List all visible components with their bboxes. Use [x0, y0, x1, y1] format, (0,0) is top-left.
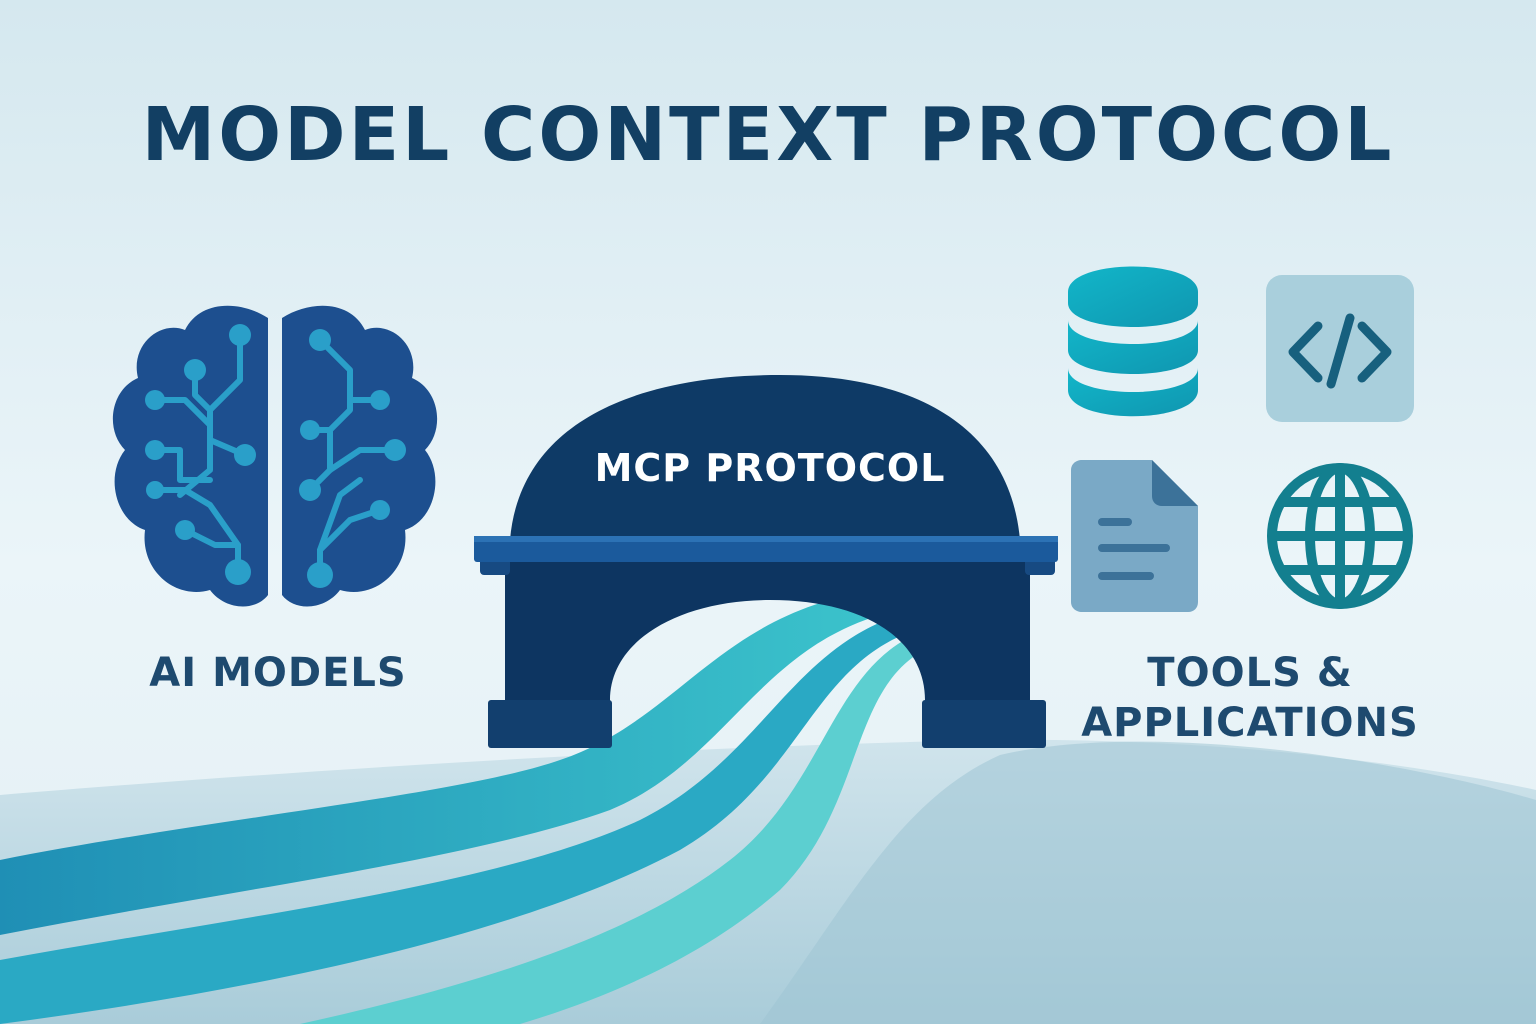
bridge-dome [510, 375, 1020, 540]
database-middle [1068, 320, 1198, 374]
brain-right-hemisphere [282, 305, 438, 607]
bridge-label: MCP PROTOCOL [594, 446, 946, 490]
bridge-deck-highlight [474, 536, 1058, 542]
code-icon [1266, 275, 1414, 422]
bridge-foot-right [922, 700, 1046, 748]
database-top [1068, 266, 1198, 327]
database-bottom [1068, 368, 1198, 417]
document-icon [1071, 460, 1198, 612]
bridge-foot-left [488, 700, 612, 748]
data-streams [0, 590, 916, 1024]
data-stream-1 [0, 590, 900, 935]
page-title: MODEL CONTEXT PROTOCOL [141, 92, 1395, 178]
document-fold [1152, 460, 1198, 506]
mcp-bridge [474, 375, 1058, 748]
data-stream-2 [0, 615, 910, 1024]
database-icon [1068, 266, 1198, 417]
globe-icon [1267, 463, 1413, 609]
bridge-deck [474, 536, 1058, 562]
ai-models-label: AI MODELS [149, 650, 407, 696]
brain-circuit-icon [112, 305, 438, 607]
bridge-body [505, 560, 1030, 745]
ground-shadow [760, 741, 1536, 1024]
data-stream-3 [300, 638, 916, 1024]
tools-label-line2: APPLICATIONS [1081, 700, 1419, 746]
tools-label-line1: TOOLS & [1147, 650, 1353, 696]
